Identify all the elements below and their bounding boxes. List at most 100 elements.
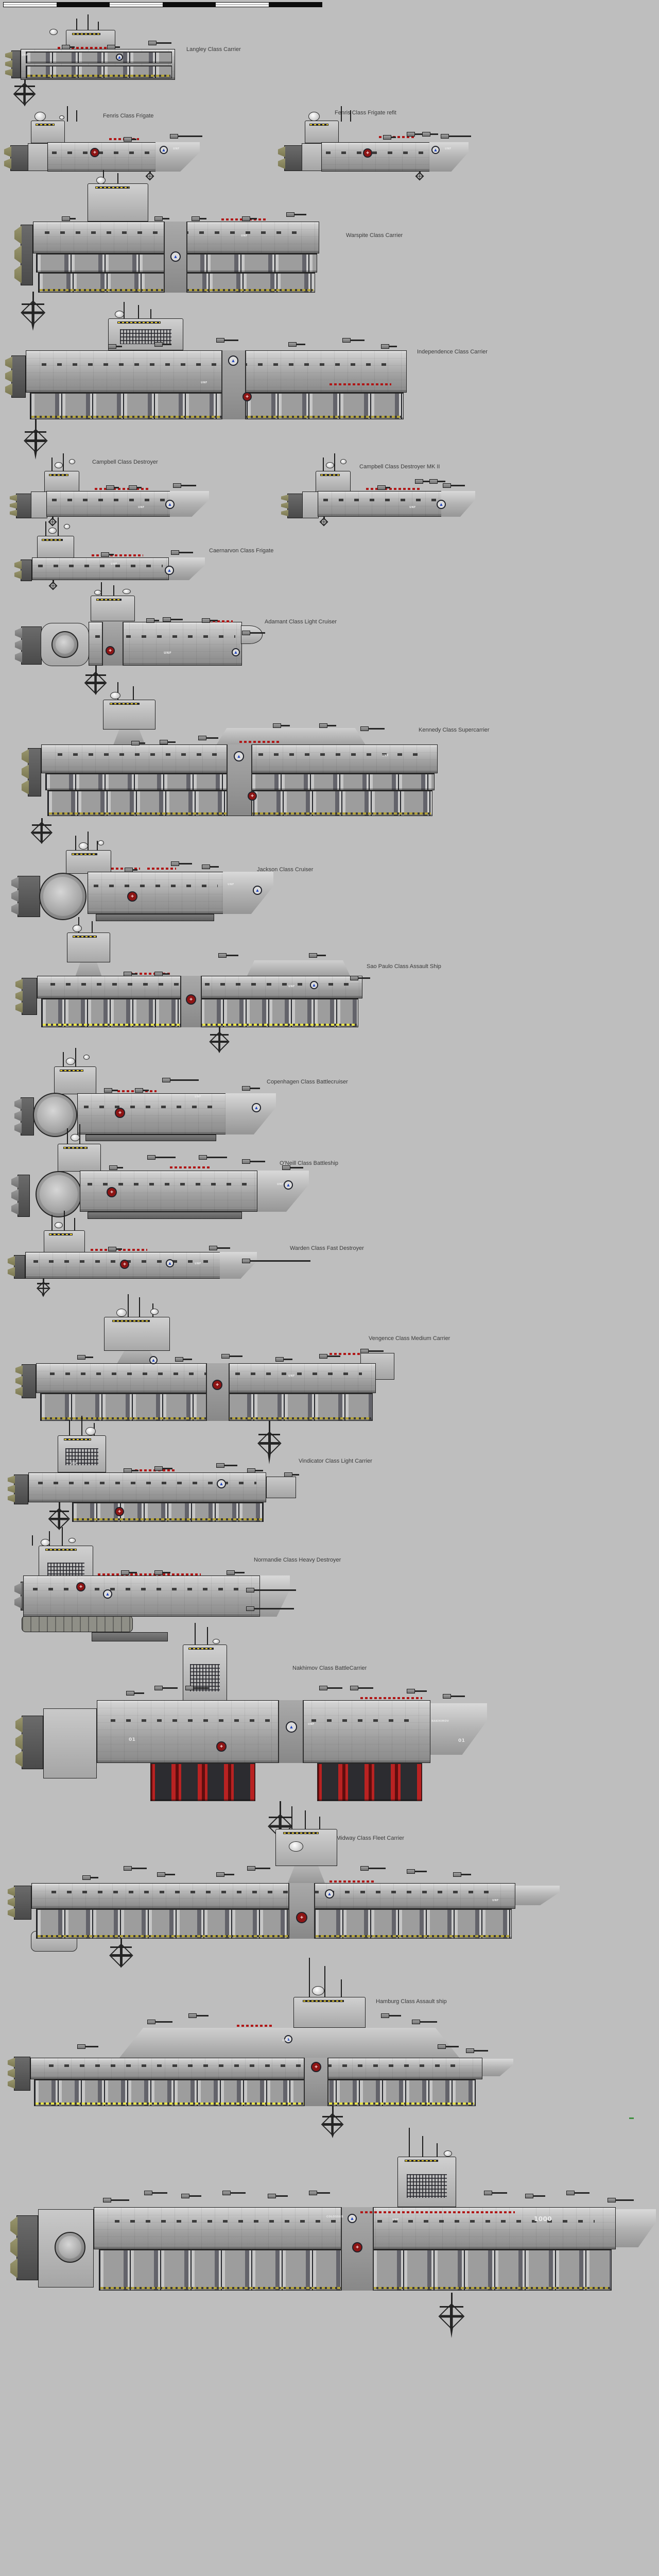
gun-barrel-icon [250, 218, 257, 219]
gun-turret-icon [202, 865, 210, 869]
gun-turret-icon [148, 41, 157, 45]
hull-marking: UNF [77, 1580, 84, 1583]
gun-turret-icon [309, 2191, 317, 2195]
gun-barrel-icon [327, 1355, 340, 1357]
pendant-stem [332, 2106, 334, 2116]
radar-dome-icon [308, 112, 320, 121]
pendant-stem [95, 666, 97, 674]
gun-barrel-icon [615, 2199, 634, 2201]
tower-window-strip [96, 599, 122, 601]
hull-marking: UNF [173, 147, 180, 150]
engine-nozzle-icon [15, 979, 23, 990]
tower-window-strip [95, 187, 130, 189]
hull-marking: UNF [22, 54, 28, 57]
gun-barrel-icon [85, 2046, 98, 2047]
red-marker-strip [126, 973, 171, 975]
unf-roundel-icon: ▲ [103, 1589, 112, 1599]
sensor-mast-icon [138, 305, 139, 318]
sensor-mast-icon [133, 686, 134, 700]
gun-turret-icon [247, 1468, 255, 1473]
gun-turret-icon [160, 740, 168, 744]
sensor-mast-icon [341, 106, 342, 122]
ship-label: Jackson Class Cruiser [257, 867, 314, 873]
engine-nozzle-icon [14, 1583, 22, 1595]
conning-tower [104, 1317, 170, 1351]
sensor-mast-icon [67, 106, 68, 122]
engine-block [14, 1255, 25, 1279]
gun-turret-icon [106, 485, 114, 490]
engine-block [18, 876, 40, 917]
scale-bar-segment [110, 3, 163, 7]
sensor-mast-icon [32, 1535, 33, 1546]
tower-window-strip [112, 1320, 150, 1322]
sensor-mast-icon [195, 1623, 196, 1645]
ship-hull [47, 142, 157, 172]
conning-tower [44, 1230, 85, 1253]
ship-hull [28, 1472, 266, 1502]
engine-nozzle-icon [21, 749, 29, 764]
gun-barrel-icon [474, 2050, 488, 2052]
gun-turret-icon [154, 342, 163, 347]
ship-pendant [415, 171, 424, 181]
sensor-mast-icon [323, 457, 324, 471]
gun-barrel-icon [414, 1690, 427, 1692]
gun-barrel-icon [131, 139, 136, 140]
engine-nozzle-icon [14, 245, 22, 264]
gun-turret-icon [124, 137, 132, 142]
gun-barrel-icon [199, 218, 206, 219]
gun-turret-icon [319, 1686, 327, 1690]
gun-turret-icon [188, 2013, 197, 2018]
sensor-mast-icon [409, 2128, 410, 2157]
engine-section [13, 1097, 34, 1136]
conning-tower [316, 471, 351, 493]
ship-label: Nakhimov Class BattleCarrier [292, 1665, 367, 1671]
lower-hull-skirt [92, 1632, 168, 1641]
engine-block [284, 145, 303, 171]
ship-pendant [47, 516, 58, 527]
tower-window-strip [59, 1070, 83, 1072]
engine-block [14, 1886, 31, 1920]
gun-barrel-icon [116, 1248, 122, 1250]
scale-bar-segment [163, 3, 216, 7]
hull-marking: 01 [129, 1737, 136, 1742]
engine-nozzle-icon [14, 639, 22, 651]
engine-nozzle-icon [14, 1596, 22, 1608]
sensor-mast-icon [75, 1048, 76, 1067]
engine-nozzle-icon [281, 495, 288, 501]
gun-barrel-icon [116, 346, 122, 347]
gun-turret-icon [121, 1570, 129, 1575]
engine-nozzle-icon [7, 1887, 15, 1896]
hull-divider-band [206, 1363, 230, 1421]
pendant-lattice-icon [145, 172, 154, 181]
gun-barrel-icon [414, 1871, 427, 1872]
gun-turret-icon [209, 1246, 217, 1250]
hull-marking: UNF [201, 381, 207, 384]
gun-barrel-icon [178, 135, 202, 137]
gun-turret-icon [268, 2194, 276, 2198]
gun-turret-icon [412, 2020, 420, 2024]
tower-neck [113, 730, 145, 744]
gun-turret-icon [466, 2048, 474, 2053]
radar-dome-icon [213, 1639, 220, 1644]
gun-barrel-icon [445, 2046, 459, 2047]
unf-roundel-icon: ▲ [116, 54, 123, 61]
unf-roundel-icon: ▲ [234, 751, 244, 761]
ship-pendant [23, 419, 48, 460]
gun-turret-icon [146, 618, 154, 623]
engine-section [277, 145, 303, 171]
unf-roundel-icon: ▲ [165, 566, 174, 575]
gun-turret-icon [422, 132, 430, 137]
unf-roundel-icon: ▲ [286, 1721, 297, 1733]
sensor-mast-icon [117, 682, 118, 700]
pendant-stem [42, 1279, 44, 1283]
sensor-mast-icon [324, 1966, 325, 1997]
pendant-stem [58, 1502, 60, 1511]
hull-marking: UNF [392, 2218, 399, 2222]
red-roundel-icon: ✚ [90, 148, 99, 157]
sensor-mast-icon [63, 1052, 64, 1067]
gun-turret-icon [124, 972, 132, 976]
red-marker-strip [330, 1880, 376, 1883]
radar-dome-icon [59, 115, 64, 120]
pendant-stem [323, 516, 325, 519]
engine-nozzle-icon [4, 146, 11, 157]
